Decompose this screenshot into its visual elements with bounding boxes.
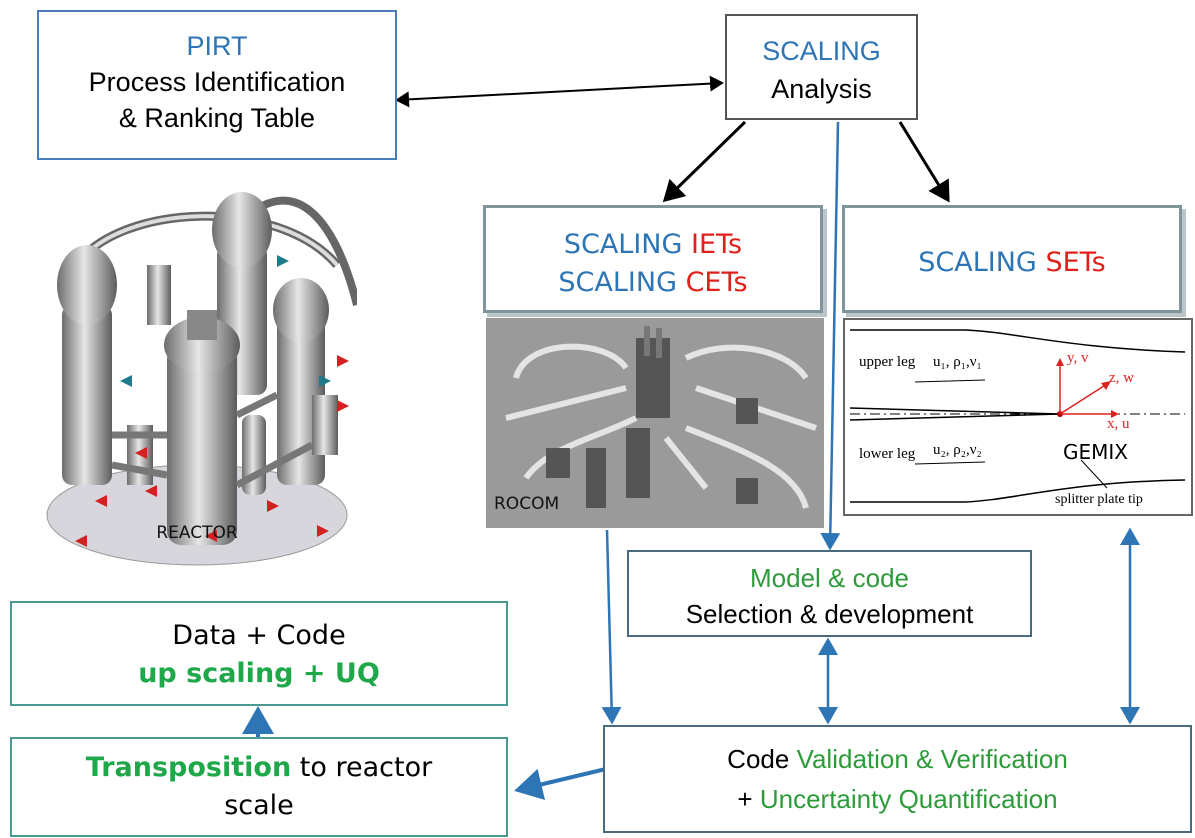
rocom-drawing: [486, 318, 824, 528]
arrow-scaling-iets: [662, 120, 747, 203]
reactor-illustration: REACTOR: [37, 185, 357, 570]
transposition-box: Transposition to reactor scale: [10, 737, 508, 837]
scaling-title: SCALING: [762, 36, 881, 66]
transposition-line2: scale: [224, 790, 294, 821]
reactor-label: REACTOR: [156, 523, 238, 543]
arrow-scaling-model: [820, 121, 841, 551]
validation-line2: + Uncertainty Quantification: [737, 784, 1058, 814]
gemix-label: GEMIX: [1063, 440, 1128, 464]
data-code-box: Data + Code up scaling + UQ: [10, 601, 508, 706]
gemix-lower-vars: u₂, ρ₂,ν₂: [933, 442, 982, 458]
pirt-title: PIRT: [186, 31, 248, 61]
transposition-line1: Transposition to reactor: [85, 752, 433, 783]
pirt-line1: Process Identification: [88, 67, 346, 97]
data-code-line2: up scaling + UQ: [138, 658, 380, 689]
iets-line1: SCALING IETs: [563, 229, 743, 260]
scaling-iets-box: SCALING IETs SCALING CETs: [483, 205, 823, 313]
arrow-pirt-scaling: [395, 75, 724, 108]
arrow-validation-transposition: [514, 766, 611, 800]
gemix-drawing: [849, 329, 1186, 503]
model-code-box: Model & code Selection & development: [627, 550, 1032, 637]
arrow-scaling-sets: [898, 121, 950, 203]
scaling-analysis-box: SCALING Analysis: [725, 14, 918, 120]
reactor-drawing: [46, 192, 357, 566]
gemix-axis-x: x, u: [1107, 416, 1130, 432]
validation-box: Code Validation & Verification + Uncerta…: [603, 725, 1192, 833]
sets-line1: SCALING SETs: [918, 247, 1106, 278]
pirt-box: PIRT Process Identification & Ranking Ta…: [37, 10, 397, 160]
pirt-line2: & Ranking Table: [118, 103, 316, 133]
data-code-line1: Data + Code: [172, 620, 346, 651]
gemix-axis-z: z, w: [1109, 370, 1134, 386]
model-line1: Model & code: [750, 563, 909, 593]
gemix-tip-label: splitter plate tip: [1055, 492, 1143, 507]
validation-line1: Code Validation & Verification: [727, 744, 1068, 774]
cets-line2: SCALING CETs: [558, 267, 748, 298]
gemix-upper-vars: u₁, ρ₁,ν₁: [933, 354, 982, 370]
gemix-axis-y: y, v: [1067, 350, 1089, 366]
gemix-diagram: upper leg u₁, ρ₁,ν₁ lower leg u₂, ρ₂,ν₂ …: [843, 318, 1193, 516]
rocom-image: ROCOM: [486, 318, 824, 528]
arrow-rocom-validation: [601, 529, 622, 725]
model-line2: Selection & development: [685, 599, 974, 629]
scaling-sets-box: SCALING SETs: [842, 205, 1182, 313]
scaling-subtitle: Analysis: [771, 74, 872, 104]
gemix-lower-leg: lower leg: [859, 446, 916, 462]
gemix-upper-leg: upper leg: [859, 354, 916, 370]
rocom-label: ROCOM: [494, 494, 560, 514]
